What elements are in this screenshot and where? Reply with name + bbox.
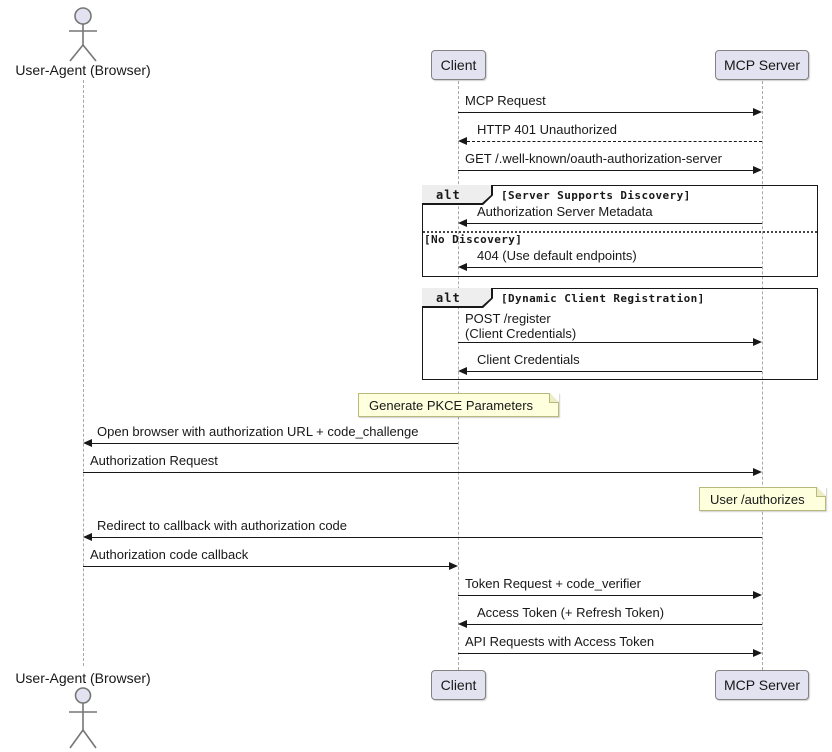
arrow-line [92,537,762,538]
arrowhead-right [753,649,762,657]
alt-frame-discovery: alt [Server Supports Discovery] [No Disc… [422,185,818,277]
message-label-authorization-request: Authorization Request [90,453,218,468]
arrow-line [467,223,762,224]
arrowhead-left [458,367,467,375]
arrowhead-left [458,620,467,628]
message-label-redirect-callback: Redirect to callback with authorization … [97,518,348,533]
note-text: User /authorizes [710,492,805,507]
note-text: Generate PKCE Parameters [369,398,534,413]
message-label-404-default: 404 (Use default endpoints) [477,248,637,263]
participant-box-client-top: Client [431,50,486,80]
message-label-post-register-line1: POST /register [465,311,551,326]
lifeline-mcp-server [762,81,763,670]
participant-box-client-bottom: Client [431,670,486,700]
arrowhead-right [753,166,762,174]
message-label-auth-code-callback: Authorization code callback [90,547,249,562]
note-user-authorizes: User /authorizes [699,487,826,511]
lifeline-client [458,81,459,670]
participant-box-mcp-server-top: MCP Server [715,50,809,80]
alt-guard-server-supports-discovery: [Server Supports Discovery] [501,189,691,202]
alt-frame-registration: alt [Dynamic Client Registration] [422,288,818,380]
message-label-token-request: Token Request + code_verifier [465,576,641,591]
message-label-mcp-request: MCP Request [465,93,546,108]
message-label-post-register-line2: (Client Credentials) [465,326,577,341]
arrow-line [458,170,753,171]
alt-divider [423,231,817,233]
arrow-line [458,595,753,596]
arrowhead-right [753,108,762,116]
arrowhead-right [449,562,458,570]
arrow-line-dashed [467,141,762,142]
arrow-line [83,472,753,473]
arrowhead-right [753,591,762,599]
message-label-http-401: HTTP 401 Unauthorized [477,122,617,137]
participant-label-user-agent-top: User-Agent (Browser) [15,62,151,78]
alt-operator-tab [422,288,493,308]
alt-operator-label: alt [436,291,461,305]
arrow-line [458,342,753,343]
arrowhead-right [753,468,762,476]
message-label-open-browser: Open browser with authorization URL + co… [97,424,419,439]
participant-label-user-agent-bottom: User-Agent (Browser) [15,670,151,686]
arrowhead-right [753,338,762,346]
arrowhead-left [458,263,467,271]
alt-guard-no-discovery: [No Discovery] [424,233,523,246]
lifeline-user-agent [83,80,84,666]
arrow-line [458,112,753,113]
message-label-client-credentials: Client Credentials [477,352,580,367]
arrow-line [92,443,458,444]
message-label-auth-server-metadata: Authorization Server Metadata [477,204,653,219]
note-fold-icon [549,393,559,403]
alt-guard-dynamic-client-registration: [Dynamic Client Registration] [501,292,705,305]
message-label-get-wellknown: GET /.well-known/oauth-authorization-ser… [465,151,722,166]
message-label-access-token: Access Token (+ Refresh Token) [477,605,665,620]
note-generate-pkce: Generate PKCE Parameters [358,393,559,417]
arrowhead-left [458,137,467,145]
alt-operator-label: alt [436,188,461,202]
arrow-line [467,267,762,268]
arrowhead-left [83,533,92,541]
alt-operator-tab [422,185,493,205]
arrowhead-left [458,219,467,227]
arrowhead-left [83,439,92,447]
person-icon [69,7,97,62]
participant-box-mcp-server-bottom: MCP Server [715,670,809,700]
message-label-api-requests: API Requests with Access Token [465,634,655,649]
person-icon [69,687,97,749]
note-fold-icon [816,487,826,497]
arrow-line [83,566,449,567]
arrow-line [467,624,762,625]
arrow-line [458,653,753,654]
arrow-line [467,371,762,372]
